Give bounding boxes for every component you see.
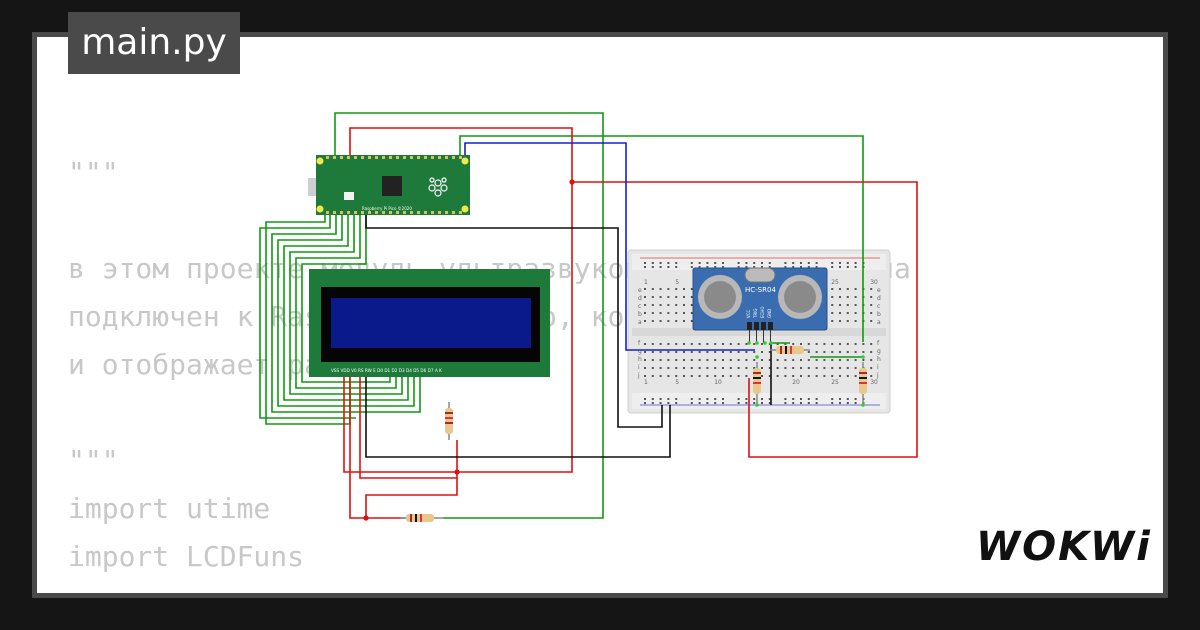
breadboard-col-label: 30 — [870, 279, 878, 286]
breadboard-row-label: h — [638, 356, 642, 363]
code-line: """ — [68, 156, 119, 189]
breadboard-col-label: 20 — [792, 379, 800, 386]
code-line: from machine import Pin, ADC — [68, 581, 911, 593]
wire-green — [301, 212, 391, 383]
pico-board[interactable]: Raspberry Pi Pico ©2020 — [308, 155, 470, 215]
sensor-pin-label: VCC — [746, 309, 751, 318]
wire-red — [349, 372, 405, 519]
wire-green — [283, 212, 409, 401]
breadboard-col-label: 5 — [675, 379, 679, 386]
wire-green — [334, 112, 604, 519]
wire-red — [572, 181, 918, 458]
wire-green — [289, 212, 403, 395]
pico-label: Raspberry Pi Pico ©2020 — [362, 206, 412, 211]
breadboard-row-label: a — [638, 319, 642, 326]
breadboard-row-label: f — [877, 340, 880, 347]
breadboard-row-label: h — [877, 356, 881, 363]
wire-red — [343, 127, 573, 473]
wire-red — [365, 440, 458, 518]
wire-green — [459, 135, 864, 342]
breadboard-row-label: g — [638, 348, 642, 355]
resistor-breadboard-h[interactable] — [770, 346, 810, 354]
breadboard-row-label: j — [876, 372, 879, 379]
breadboard-col-label: 30 — [870, 379, 878, 386]
sensor-pin-label: ECHO — [760, 307, 765, 318]
breadboard-col-label: 25 — [831, 279, 839, 286]
breadboard-row-label: f — [638, 340, 641, 347]
wire-blue — [464, 142, 755, 351]
breadboard-row-label: g — [877, 348, 881, 355]
wire-green — [271, 212, 421, 413]
wire-black — [365, 212, 663, 428]
resistor-breadboard-v1[interactable] — [753, 362, 761, 404]
breadboard-row-label: e — [877, 287, 881, 294]
breadboard-col-label: 25 — [831, 379, 839, 386]
resistor-breadboard-v2[interactable] — [859, 362, 867, 404]
sensor-pin-label: GND — [767, 309, 772, 318]
breadboard-row-label: i — [638, 364, 640, 371]
breadboard-col-label: 5 — [675, 279, 679, 286]
breadboard-row-label: e — [638, 287, 642, 294]
file-tab[interactable]: main.py — [68, 12, 240, 74]
breadboard-row-label: d — [877, 295, 881, 302]
wire-green — [277, 212, 415, 407]
lcd-display[interactable]: VSS VDD V0 RS RW E D0 D1 D2 D3 D4 D5 D6 … — [309, 269, 550, 377]
wire-black — [365, 372, 671, 458]
breadboard-col-label: 1 — [644, 379, 648, 386]
code-line: """ — [68, 444, 119, 477]
wire-red — [359, 372, 457, 479]
breadboard-col-label: 1 — [644, 279, 648, 286]
resistor-bottom[interactable] — [400, 514, 444, 522]
breadboard-row-label: j — [637, 372, 640, 379]
breadboard-row-label: d — [638, 295, 642, 302]
sensor-label: HC-SR04 — [745, 286, 776, 294]
breadboard-highlight-dots — [747, 341, 865, 407]
code-line: import LCDFuns — [68, 540, 305, 573]
wire-green — [295, 212, 397, 389]
resistor-lcd[interactable] — [445, 402, 453, 440]
breadboard-row-label: a — [877, 319, 881, 326]
breadboard-row-label: i — [877, 364, 879, 371]
breadboard-col-label: 10 — [714, 379, 722, 386]
breadboard-row-label: c — [877, 303, 880, 310]
code-line: import utime — [68, 492, 271, 525]
wokwi-logo: WOKWi — [976, 524, 1152, 570]
wire-green — [259, 212, 356, 419]
raspberry-logo-icon — [428, 177, 448, 197]
lcd-pin-labels: VSS VDD V0 RS RW E D0 D1 D2 D3 D4 D5 D6 … — [331, 368, 442, 373]
breadboard-row-label: c — [638, 303, 641, 310]
breadboard-row-label: b — [877, 311, 881, 318]
breadboard-row-label: b — [638, 311, 642, 318]
wires — [259, 112, 918, 521]
sensor-pin-label: TRIG — [753, 308, 758, 319]
